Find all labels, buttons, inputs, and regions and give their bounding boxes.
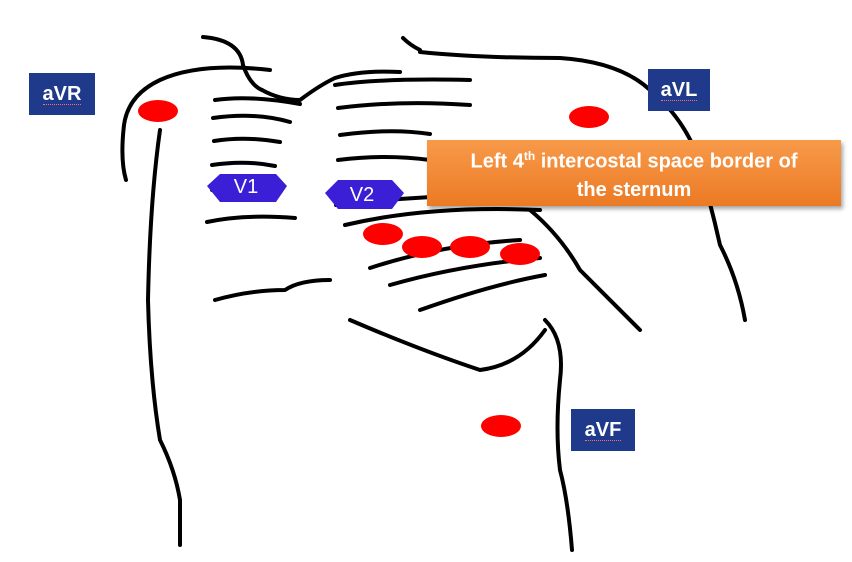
electrode-avl [569, 106, 609, 128]
v2-label: V2 [350, 184, 374, 206]
callout-text: Left 4th intercostal space border of the… [471, 142, 798, 204]
rib-r6 [207, 217, 295, 222]
avf-label: aVF [571, 409, 635, 451]
callout-box: Left 4th intercostal space border of the… [427, 140, 841, 206]
electrode-v5 [450, 236, 490, 258]
avr-label-text: aVR [43, 84, 82, 105]
electrode-v6 [500, 243, 540, 265]
lower-chest-outline [215, 280, 330, 300]
rib-r3 [214, 139, 280, 142]
clavicle-outline [262, 72, 400, 100]
rib-r2 [213, 116, 290, 122]
left-arm-inner [545, 320, 572, 550]
electrode-avf [481, 415, 521, 437]
callout-sup: th [524, 149, 535, 163]
v1-label: V1 [234, 176, 258, 198]
neck-left-outline [203, 37, 262, 90]
neck-right-outline [403, 38, 420, 50]
rib-l2 [338, 103, 470, 108]
rib-l3 [340, 131, 430, 135]
avf-label-text: aVF [585, 420, 622, 441]
electrode-v4 [402, 236, 442, 258]
electrode-avr [138, 100, 178, 122]
avl-label: aVL [648, 69, 710, 111]
rib-l4 [338, 157, 430, 160]
electrode-v3 [363, 223, 403, 245]
right-arm-outline [148, 130, 180, 545]
callout-line2: the sternum [577, 179, 691, 201]
avr-label: aVR [29, 73, 95, 115]
callout-post: intercostal space border of [535, 151, 797, 173]
rib-l6 [345, 209, 540, 225]
rib-r4 [212, 163, 275, 166]
left-arm-outline [530, 210, 640, 330]
callout-pre: Left 4 [471, 151, 524, 173]
avl-label-text: aVL [661, 80, 698, 101]
rib-l9 [420, 275, 545, 310]
abdomen-outline [350, 320, 545, 370]
rib-l1 [335, 80, 470, 85]
